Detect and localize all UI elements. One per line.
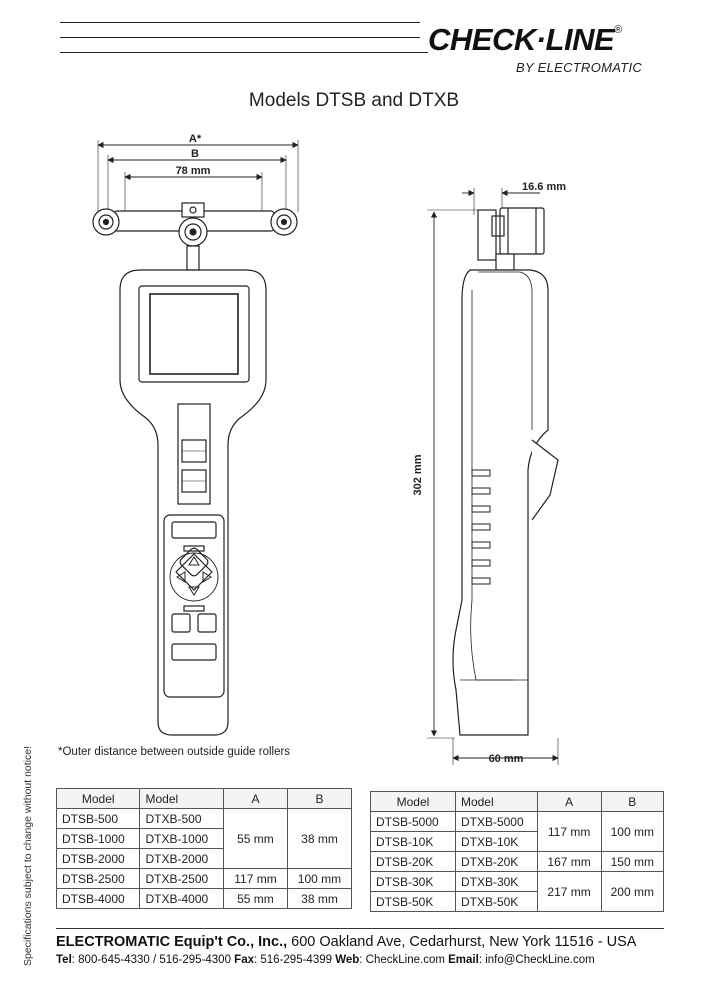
- table-header-row: Model Model A B: [370, 791, 665, 812]
- email-label: Email: [448, 954, 479, 966]
- model-cell: DTXB-20K: [454, 851, 538, 872]
- checkline-logo: CHECK·LINE® BY ELECTROMATIC: [428, 22, 668, 76]
- logo-wordmark: CHECK·LINE: [428, 22, 615, 57]
- model-cell: DTSB-20K: [370, 851, 456, 872]
- model-cell: DTXB-10K: [454, 831, 538, 852]
- footer-rule: [56, 928, 664, 929]
- side-note: Specifications subject to change without…: [22, 745, 34, 967]
- b-cell: 150 mm: [600, 851, 665, 872]
- page-title: Models DTSB and DTXB: [248, 90, 460, 111]
- a-cell: 217 mm: [536, 871, 602, 912]
- header-rule-1: [60, 22, 420, 23]
- model-cell: DTXB-2000: [139, 848, 224, 869]
- model-cell: DTXB-30K: [454, 871, 538, 892]
- a-cell: 117 mm: [536, 811, 602, 852]
- header-rule-2: [60, 37, 420, 38]
- company-line: ELECTROMATIC Equip't Co., Inc., 600 Oakl…: [56, 934, 636, 950]
- model-cell: DTSB-10K: [370, 831, 456, 852]
- fax-value: : 516-295-4399: [254, 954, 336, 966]
- email-link[interactable]: : info@CheckLine.com: [478, 954, 595, 966]
- column-header: Model: [55, 788, 141, 809]
- a-cell: 55 mm: [222, 808, 288, 869]
- model-cell: DTSB-5000: [370, 811, 456, 832]
- model-cell: DTXB-4000: [139, 888, 224, 909]
- header-rule-3: [60, 52, 428, 53]
- dimension-302mm-label: 302 mm: [412, 454, 424, 495]
- dimension-60mm-label: 60 mm: [489, 753, 524, 765]
- model-cell: DTSB-30K: [370, 871, 456, 892]
- table-header-row: Model Model A B: [55, 788, 353, 809]
- table-row: DTSB-4000 DTXB-4000 55 mm 38 mm: [55, 888, 353, 909]
- model-cell: DTSB-1000: [55, 828, 141, 849]
- table-row: DTSB-2500 DTXB-2500 117 mm 100 mm: [55, 868, 353, 889]
- model-cell: DTXB-50K: [454, 891, 538, 912]
- dimension-16mm-label: 16.6 mm: [522, 181, 566, 193]
- b-cell: 38 mm: [286, 888, 353, 909]
- model-cell: DTSB-500: [55, 808, 141, 829]
- front-view: [92, 140, 299, 736]
- dimension-78mm-label: 78 mm: [176, 165, 211, 177]
- column-header: Model: [139, 788, 224, 809]
- b-cell: 100 mm: [286, 868, 353, 889]
- model-cell: DTSB-2500: [55, 868, 141, 889]
- a-cell: 117 mm: [222, 868, 288, 889]
- model-cell: DTXB-2500: [139, 868, 224, 889]
- table-row: DTSB-20K DTXB-20K 167 mm 150 mm: [370, 851, 665, 872]
- table-row: DTSB-1000 DTXB-1000: [55, 828, 352, 849]
- table-row: DTSB-500 DTXB-500 55 mm 38 mm: [55, 808, 353, 869]
- company-name: ELECTROMATIC Equip't Co., Inc.,: [56, 934, 288, 950]
- web-link[interactable]: : CheckLine.com: [359, 954, 449, 966]
- a-cell: 55 mm: [222, 888, 288, 909]
- contact-line: Tel: 800-645-4330 / 516-295-4300 Fax: 51…: [56, 954, 595, 966]
- table-row: DTSB-50K DTXB-50K: [370, 891, 664, 912]
- model-cell: DTSB-2000: [55, 848, 141, 869]
- side-view: [427, 188, 559, 765]
- model-cell: DTXB-500: [139, 808, 224, 829]
- dimension-b-label: B: [191, 148, 199, 160]
- technical-drawing: A* B 78 mm 16.6 mm 302 mm 60 mm: [92, 133, 566, 765]
- dimension-a-label: A*: [189, 133, 202, 145]
- footnote: *Outer distance between outside guide ro…: [58, 746, 291, 758]
- logo-subtitle: BY ELECTROMATIC: [516, 60, 643, 75]
- column-header: B: [286, 788, 353, 809]
- b-cell: 38 mm: [286, 808, 353, 869]
- column-header: A: [222, 788, 288, 809]
- company-address: 600 Oakland Ave, Cedarhurst, New York 11…: [287, 934, 637, 950]
- column-header: Model: [454, 791, 538, 812]
- table-row: DTSB-30K DTXB-30K 217 mm 200 mm: [370, 871, 665, 912]
- logo-registered: ®: [614, 24, 623, 36]
- tel-label: Tel: [56, 954, 72, 966]
- model-cell: DTSB-50K: [370, 891, 456, 912]
- tel-value: : 800-645-4330 / 516-295-4300: [71, 954, 235, 966]
- model-cell: DTXB-1000: [139, 828, 224, 849]
- spec-table-right: Model Model A B DTSB-5000 DTXB-5000 117 …: [370, 791, 665, 912]
- spec-table-left: Model Model A B DTSB-500 DTXB-500 55 mm …: [55, 788, 353, 909]
- column-header: A: [536, 791, 602, 812]
- table-row: DTSB-5000 DTXB-5000 117 mm 100 mm: [370, 811, 665, 852]
- web-label: Web: [335, 954, 360, 966]
- model-cell: DTXB-5000: [454, 811, 538, 832]
- table-row: DTSB-10K DTXB-10K: [370, 831, 664, 852]
- model-cell: DTSB-4000: [55, 888, 141, 909]
- a-cell: 167 mm: [536, 851, 602, 872]
- b-cell: 100 mm: [600, 811, 665, 852]
- column-header: B: [600, 791, 665, 812]
- table-row: DTSB-2000 DTXB-2000: [55, 848, 352, 869]
- fax-label: Fax: [234, 954, 254, 966]
- b-cell: 200 mm: [600, 871, 665, 912]
- column-header: Model: [370, 791, 456, 812]
